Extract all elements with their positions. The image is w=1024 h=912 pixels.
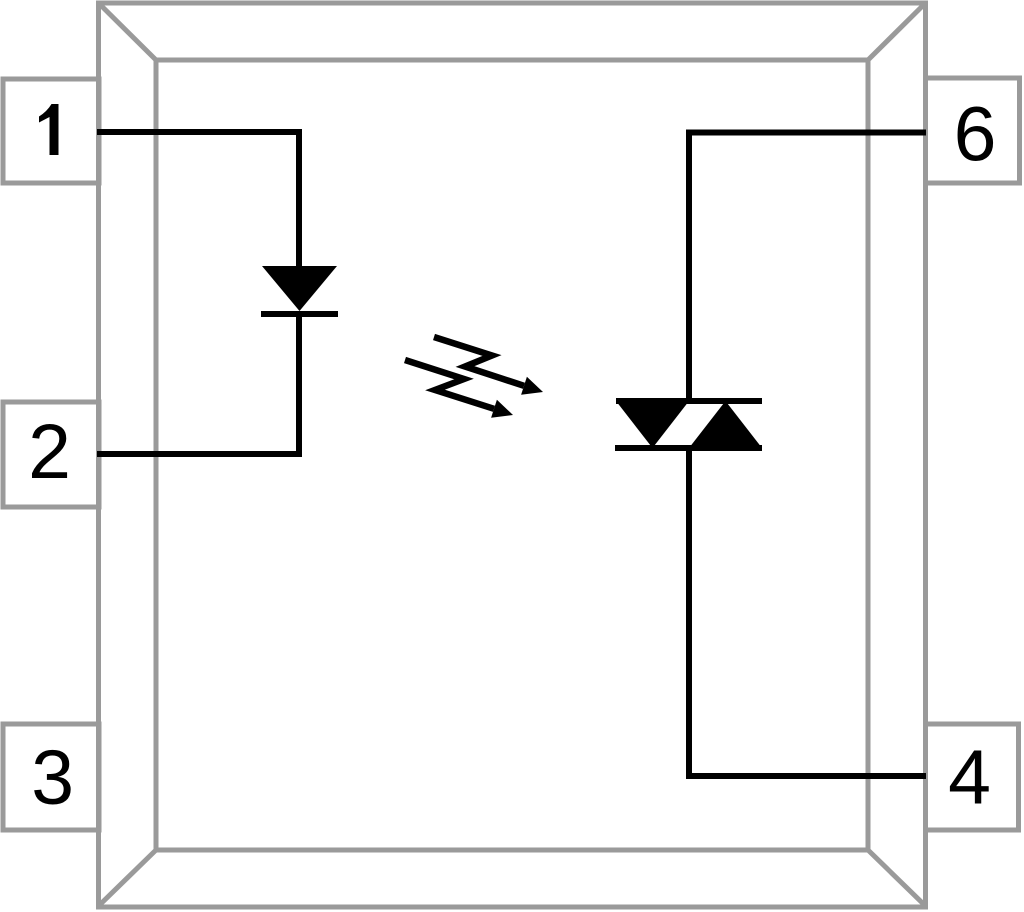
svg-text:3: 3 xyxy=(31,735,74,821)
svg-text:2: 2 xyxy=(28,409,71,495)
svg-text:6: 6 xyxy=(954,92,997,178)
svg-text:4: 4 xyxy=(948,735,991,821)
